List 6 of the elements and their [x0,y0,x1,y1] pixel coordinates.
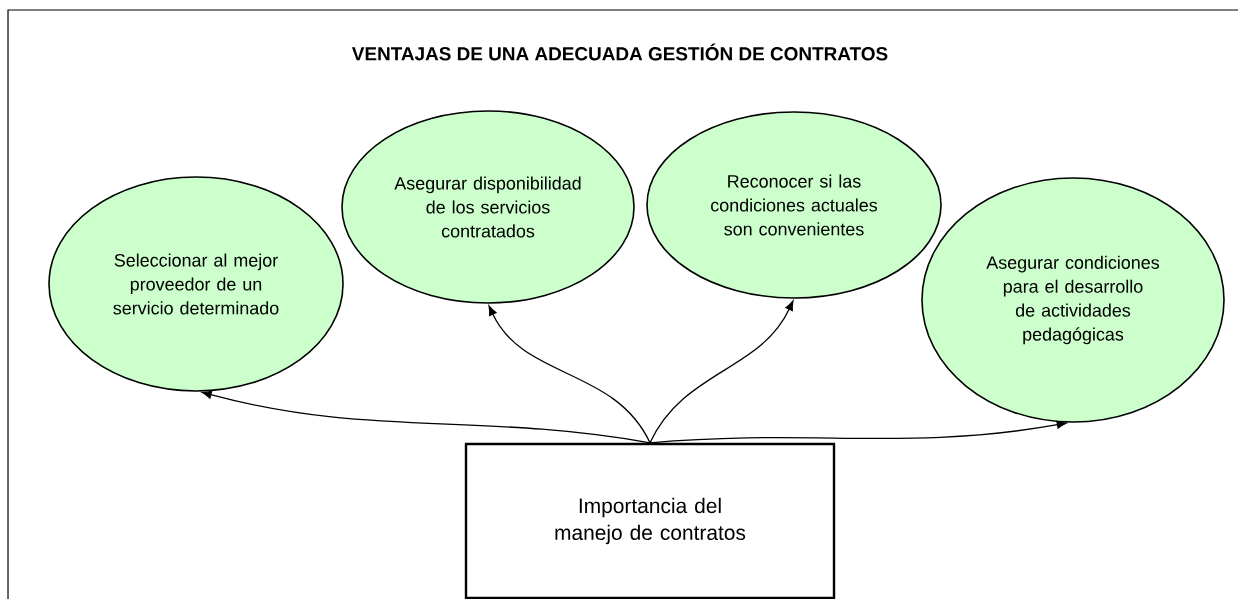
arrow [201,390,651,444]
arrow [649,420,1067,444]
process-box: Importancia del manejo de contratos [464,442,836,599]
title: VENTAJAS DE UNA ADECUADA GESTIÓN DE CONTRATOS [351,43,888,61]
arrow [649,300,794,444]
arrow [488,305,651,444]
